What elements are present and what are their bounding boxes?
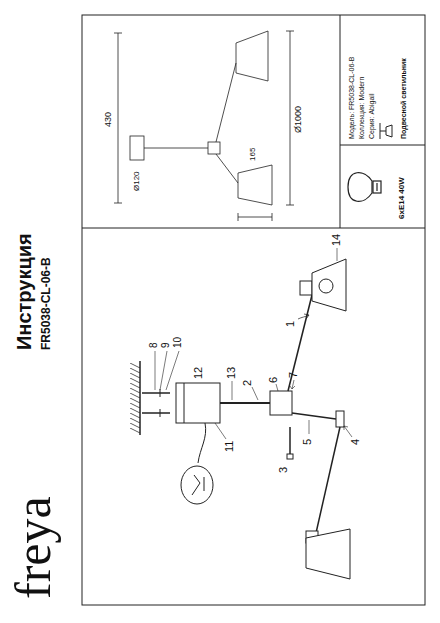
callout-number: 1 [285, 321, 296, 327]
leader-line [232, 381, 233, 400]
canopy-plate [184, 383, 185, 423]
callout-number: 6 [268, 377, 279, 383]
leader-line [215, 423, 226, 439]
leader-line [160, 351, 167, 390]
leader-line [276, 384, 278, 391]
bulb-glass [348, 173, 372, 202]
title: Инструкция [14, 233, 34, 350]
spec-text: Подвесной светильник [400, 58, 407, 139]
dimension-label: 165 [249, 148, 257, 161]
tick [238, 213, 239, 221]
shade [306, 529, 350, 579]
arm [216, 63, 236, 142]
frames [82, 15, 425, 605]
model-code: FR5038-CL-06-B [40, 257, 52, 350]
divider [340, 145, 425, 146]
pendant-cord [380, 131, 386, 132]
leader-line [309, 420, 310, 434]
socket [300, 281, 312, 295]
rod [144, 148, 208, 149]
leader-line [337, 248, 338, 261]
brand-logo: freya [8, 496, 58, 599]
arm [288, 295, 312, 391]
dimension-drawing [114, 31, 294, 221]
pendant-shade [386, 125, 392, 137]
tick [114, 203, 122, 204]
joint [336, 411, 344, 427]
outer-frame [82, 15, 425, 605]
callout-number: 4 [350, 439, 361, 445]
bulb-base [373, 181, 381, 193]
callout-number: 8 [149, 342, 159, 348]
divider [340, 15, 341, 228]
detail-oval [181, 466, 213, 504]
hub [208, 142, 220, 154]
lamp-drawing [130, 248, 352, 579]
tick [286, 205, 294, 206]
canopy [130, 136, 144, 160]
arm [292, 413, 336, 419]
tick [286, 31, 294, 32]
callout-number: 3 [278, 467, 289, 473]
dimension-line [118, 33, 119, 203]
dimension-line [238, 217, 272, 218]
washer [160, 389, 161, 397]
callout-number: 13 [226, 367, 237, 379]
dimension-line [290, 31, 291, 205]
washer [160, 409, 161, 417]
ceiling-mark [380, 123, 381, 139]
bulb-thread [376, 183, 377, 191]
arrow [344, 426, 352, 437]
ceiling-hatch [130, 363, 140, 433]
callout-number: 7 [288, 372, 299, 378]
hub [270, 391, 292, 415]
rod [220, 402, 270, 404]
wire [198, 423, 206, 463]
callout-number: 12 [193, 367, 204, 379]
dimension-label: Ø1000 [294, 106, 303, 133]
terminal-detail [192, 475, 204, 495]
ceiling-line [139, 361, 141, 435]
screw [142, 412, 170, 414]
callout-number: 11 [224, 441, 235, 452]
leader-line [252, 387, 258, 400]
dimension-label: 430 [104, 112, 113, 127]
screw [142, 392, 170, 394]
tick [114, 33, 122, 34]
bulb [319, 279, 333, 293]
spec-text: Серия: Abigail [368, 94, 375, 139]
pendant-icon [380, 123, 392, 139]
callout-number: 2 [242, 380, 253, 386]
callout-number: 9 [161, 342, 171, 348]
divider [82, 228, 425, 229]
bulb-icon [348, 173, 381, 202]
spec-text: Модель: FR5038-CL-06-B [348, 57, 355, 139]
callout-number: 10 [173, 337, 183, 348]
spec-text: Коллекция: Modern [358, 77, 365, 139]
dimension-label: Ø120 [133, 171, 141, 191]
shade [312, 259, 346, 311]
callout-number: 5 [302, 439, 313, 445]
arm [316, 427, 340, 533]
canopy [176, 383, 220, 423]
callout-number: 14 [331, 234, 342, 246]
spec-text: 6xE14 40W [398, 177, 406, 219]
shade [238, 165, 272, 205]
arm [216, 154, 238, 183]
shade [236, 31, 268, 81]
screw-head [287, 454, 293, 459]
arrow [298, 314, 309, 319]
tick [272, 213, 273, 221]
leader-line [155, 351, 156, 390]
